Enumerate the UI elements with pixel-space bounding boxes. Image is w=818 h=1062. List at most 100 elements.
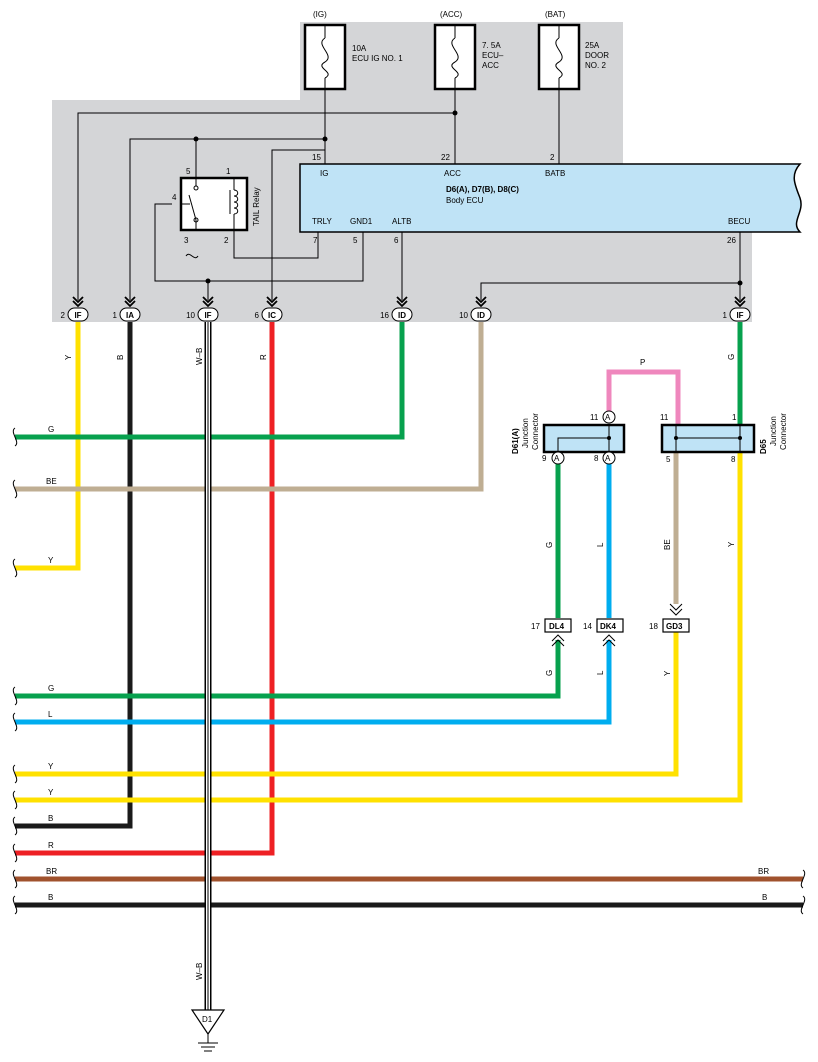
harness-wires bbox=[15, 322, 803, 908]
connector-chevron bbox=[72, 296, 84, 308]
junction-type: Junction bbox=[769, 416, 778, 446]
wire-y bbox=[15, 322, 81, 571]
connector-code: ID bbox=[398, 311, 406, 320]
wire-color-label: R bbox=[259, 354, 268, 360]
wire-color-label: Y bbox=[727, 541, 736, 547]
relay-pin-number: 2 bbox=[224, 236, 229, 245]
connector-if-pin-1: IF1 bbox=[723, 296, 751, 322]
connector-code: DL4 bbox=[549, 622, 565, 631]
connector-pin-number: 10 bbox=[459, 311, 468, 320]
wire-color-label: P bbox=[640, 358, 645, 367]
connector-shell bbox=[261, 307, 283, 322]
connector-chevron bbox=[734, 296, 746, 308]
fuse-rating: 25A bbox=[585, 41, 600, 50]
body-ecu: D6(A), D7(B), D8(C) Body ECU 15 IG 22 AC… bbox=[299, 153, 802, 245]
wire-color-label: G bbox=[727, 354, 736, 360]
connector-dk4: 14 DK4 bbox=[583, 618, 624, 647]
relay-name: TAIL Relay bbox=[252, 187, 261, 226]
wire-color-label: BR bbox=[46, 867, 57, 876]
fuse-name: DOOR bbox=[585, 51, 609, 60]
wire-color-label: R bbox=[48, 841, 54, 850]
relay-pin-number: 3 bbox=[184, 236, 189, 245]
ground-name: D1 bbox=[202, 1015, 213, 1024]
wire-color-label: W–B bbox=[195, 348, 204, 365]
junction-type: Connector bbox=[531, 413, 540, 450]
connector-code: IF bbox=[74, 311, 81, 320]
ecu-pin-number: 5 bbox=[353, 236, 358, 245]
fuse-ecu-acc: (ACC) 7. 5A ECU– ACC bbox=[433, 10, 504, 91]
connector-if-pin-2: IF 2 bbox=[61, 296, 89, 322]
ecu-pin-number: 6 bbox=[394, 236, 399, 245]
pin-number: 11 bbox=[660, 413, 669, 422]
pin-letter: A bbox=[554, 454, 560, 463]
wire-color-label: Y bbox=[48, 556, 54, 565]
wire-y bbox=[15, 452, 743, 803]
junction-id: D65 bbox=[759, 439, 768, 454]
wire-color-label: L bbox=[596, 542, 605, 547]
wire-break-marks-right bbox=[800, 869, 806, 915]
wire-color-label: L bbox=[48, 710, 53, 719]
pin-letter: A bbox=[605, 413, 611, 422]
ecu-pin-number: 15 bbox=[312, 153, 321, 162]
ecu-pin-number: 22 bbox=[441, 153, 450, 162]
left-wire-labels: G BE Y G L Y Y B R BR B bbox=[46, 425, 57, 902]
wire-color-label: G bbox=[545, 670, 554, 676]
connector-ia-pin-1: IA1 bbox=[113, 296, 141, 322]
wire-color-label: Y bbox=[64, 354, 73, 360]
connector-pin-number: 16 bbox=[380, 311, 389, 320]
connector-pin-number: 2 bbox=[61, 311, 66, 320]
ecu-pin-name: ACC bbox=[444, 169, 461, 178]
connector-chevron bbox=[266, 296, 278, 308]
wire-g bbox=[15, 322, 405, 440]
splice-dot bbox=[193, 136, 199, 142]
connector-code: IA bbox=[126, 311, 134, 320]
ecu-pin-name: GND1 bbox=[350, 217, 373, 226]
wire-color-label: B bbox=[116, 355, 125, 360]
wire-r bbox=[15, 322, 275, 856]
wire-color-label: G bbox=[48, 425, 54, 434]
fuse-source-label: (BAT) bbox=[545, 10, 566, 19]
ecu-pin-name: BATB bbox=[545, 169, 565, 178]
connector-code: IC bbox=[268, 311, 276, 320]
splice-dot bbox=[205, 278, 211, 284]
wire-p bbox=[606, 369, 681, 425]
connector-dl4: 17 DL4 bbox=[531, 618, 572, 647]
junction-type: Connector bbox=[779, 413, 788, 450]
connector-chevron bbox=[202, 296, 214, 308]
wire-color-label: B bbox=[762, 893, 767, 902]
ecu-pin-number: 7 bbox=[313, 236, 318, 245]
connector-pin-number: 18 bbox=[649, 622, 658, 631]
wire-color-label: W–B bbox=[195, 963, 204, 980]
connector-code: IF bbox=[736, 311, 743, 320]
wire-color-label: Y bbox=[48, 788, 54, 797]
ecu-pin-number: 26 bbox=[727, 236, 736, 245]
connector-shell bbox=[729, 307, 751, 322]
connector-id-pin-16: ID 16 bbox=[380, 296, 413, 322]
splice-dot bbox=[737, 280, 743, 286]
connector-ic-pin-6: IC6 bbox=[255, 296, 283, 322]
connector-shell bbox=[67, 307, 89, 322]
wire-color-label: B bbox=[48, 814, 53, 823]
connector-code: DK4 bbox=[600, 622, 617, 631]
connector-code: IF bbox=[204, 311, 211, 320]
junction-id: D61(A) bbox=[511, 428, 520, 454]
ecu-pin-name: BECU bbox=[728, 217, 750, 226]
wire-be bbox=[15, 322, 484, 492]
pin-number: 8 bbox=[731, 455, 736, 464]
wire-l bbox=[15, 640, 612, 725]
junction-type: Junction bbox=[521, 418, 530, 448]
pin-number: 9 bbox=[542, 454, 547, 463]
relay-pin-number: 1 bbox=[226, 167, 231, 176]
tail-relay: 5 1 4 3 2 TAIL Relay bbox=[172, 167, 261, 259]
junction-d65: 11 1 5 8 D65 Junction Connector bbox=[660, 413, 788, 464]
wire-color-label: BR bbox=[758, 867, 769, 876]
wire-y bbox=[15, 632, 679, 777]
wire-g bbox=[15, 640, 561, 699]
junction-d61: A 11 A 9 A 8 D61(A) Junction Connector bbox=[511, 410, 626, 465]
ecu-subtitle: Body ECU bbox=[446, 196, 484, 205]
fuse-source-label: (ACC) bbox=[440, 10, 463, 19]
connector-pin-number: 17 bbox=[531, 622, 540, 631]
